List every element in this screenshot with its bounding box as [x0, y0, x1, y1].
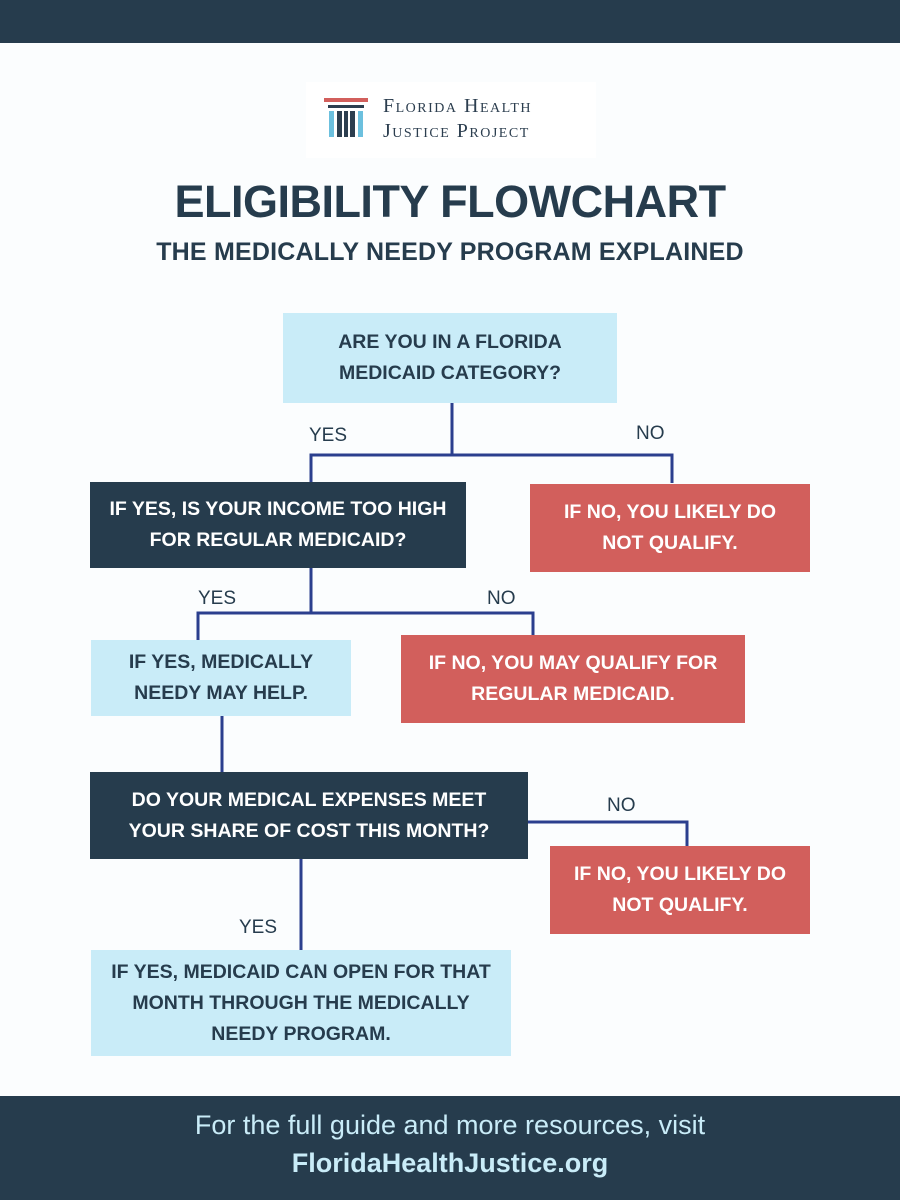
- connector-q2-split: [196, 611, 535, 640]
- question-share-of-cost: DO YOUR MEDICAL EXPENSES MEET YOUR SHARE…: [90, 772, 528, 859]
- logo-line-1: Florida Health: [383, 95, 533, 117]
- logo-text: Florida Health Justice Project: [383, 94, 588, 144]
- edge-label-yes-3: YES: [239, 917, 278, 938]
- connector-q3-yes: [299, 844, 341, 950]
- question-income-too-high: IF YES, IS YOUR INCOME TOO HIGH FOR REGU…: [90, 482, 466, 568]
- edge-label-no-3: NO: [607, 795, 636, 816]
- footer-text: For the full guide and more resources, v…: [194, 1110, 706, 1140]
- result-medicaid-opens: IF YES, MEDICAID CAN OPEN FOR THAT MONTH…: [91, 950, 511, 1056]
- top-bar: [0, 0, 900, 43]
- connector-q3-no: [528, 820, 689, 846]
- footer-website-link[interactable]: FloridaHealthJustice.org: [291, 1148, 609, 1178]
- edge-label-yes-1: YES: [309, 425, 348, 446]
- logo: Florida Health Justice Project: [306, 82, 596, 158]
- page-subtitle: THE MEDICALLY NEEDY PROGRAM EXPLAINED: [156, 238, 744, 266]
- result-medically-needy-may-help: IF YES, MEDICALLY NEEDY MAY HELP.: [91, 640, 351, 716]
- edge-label-no-1: NO: [636, 423, 665, 444]
- logo-line-2: Justice Project: [383, 120, 530, 142]
- edge-label-yes-2: YES: [198, 588, 237, 609]
- edge-label-no-2: NO: [487, 588, 516, 609]
- question-medicaid-category: ARE YOU IN A FLORIDA MEDICAID CATEGORY?: [283, 313, 617, 403]
- result-regular-medicaid: IF NO, YOU MAY QUALIFY FOR REGULAR MEDIC…: [401, 635, 745, 723]
- result-likely-not-qualify-1: IF NO, YOU LIKELY DO NOT QUALIFY.: [530, 484, 810, 572]
- page-title: ELIGIBILITY FLOWCHART: [174, 176, 726, 227]
- pillar-logo-icon: [324, 98, 368, 137]
- result-likely-not-qualify-2: IF NO, YOU LIKELY DO NOT QUALIFY.: [550, 846, 810, 934]
- footer: For the full guide and more resources, v…: [0, 1096, 900, 1200]
